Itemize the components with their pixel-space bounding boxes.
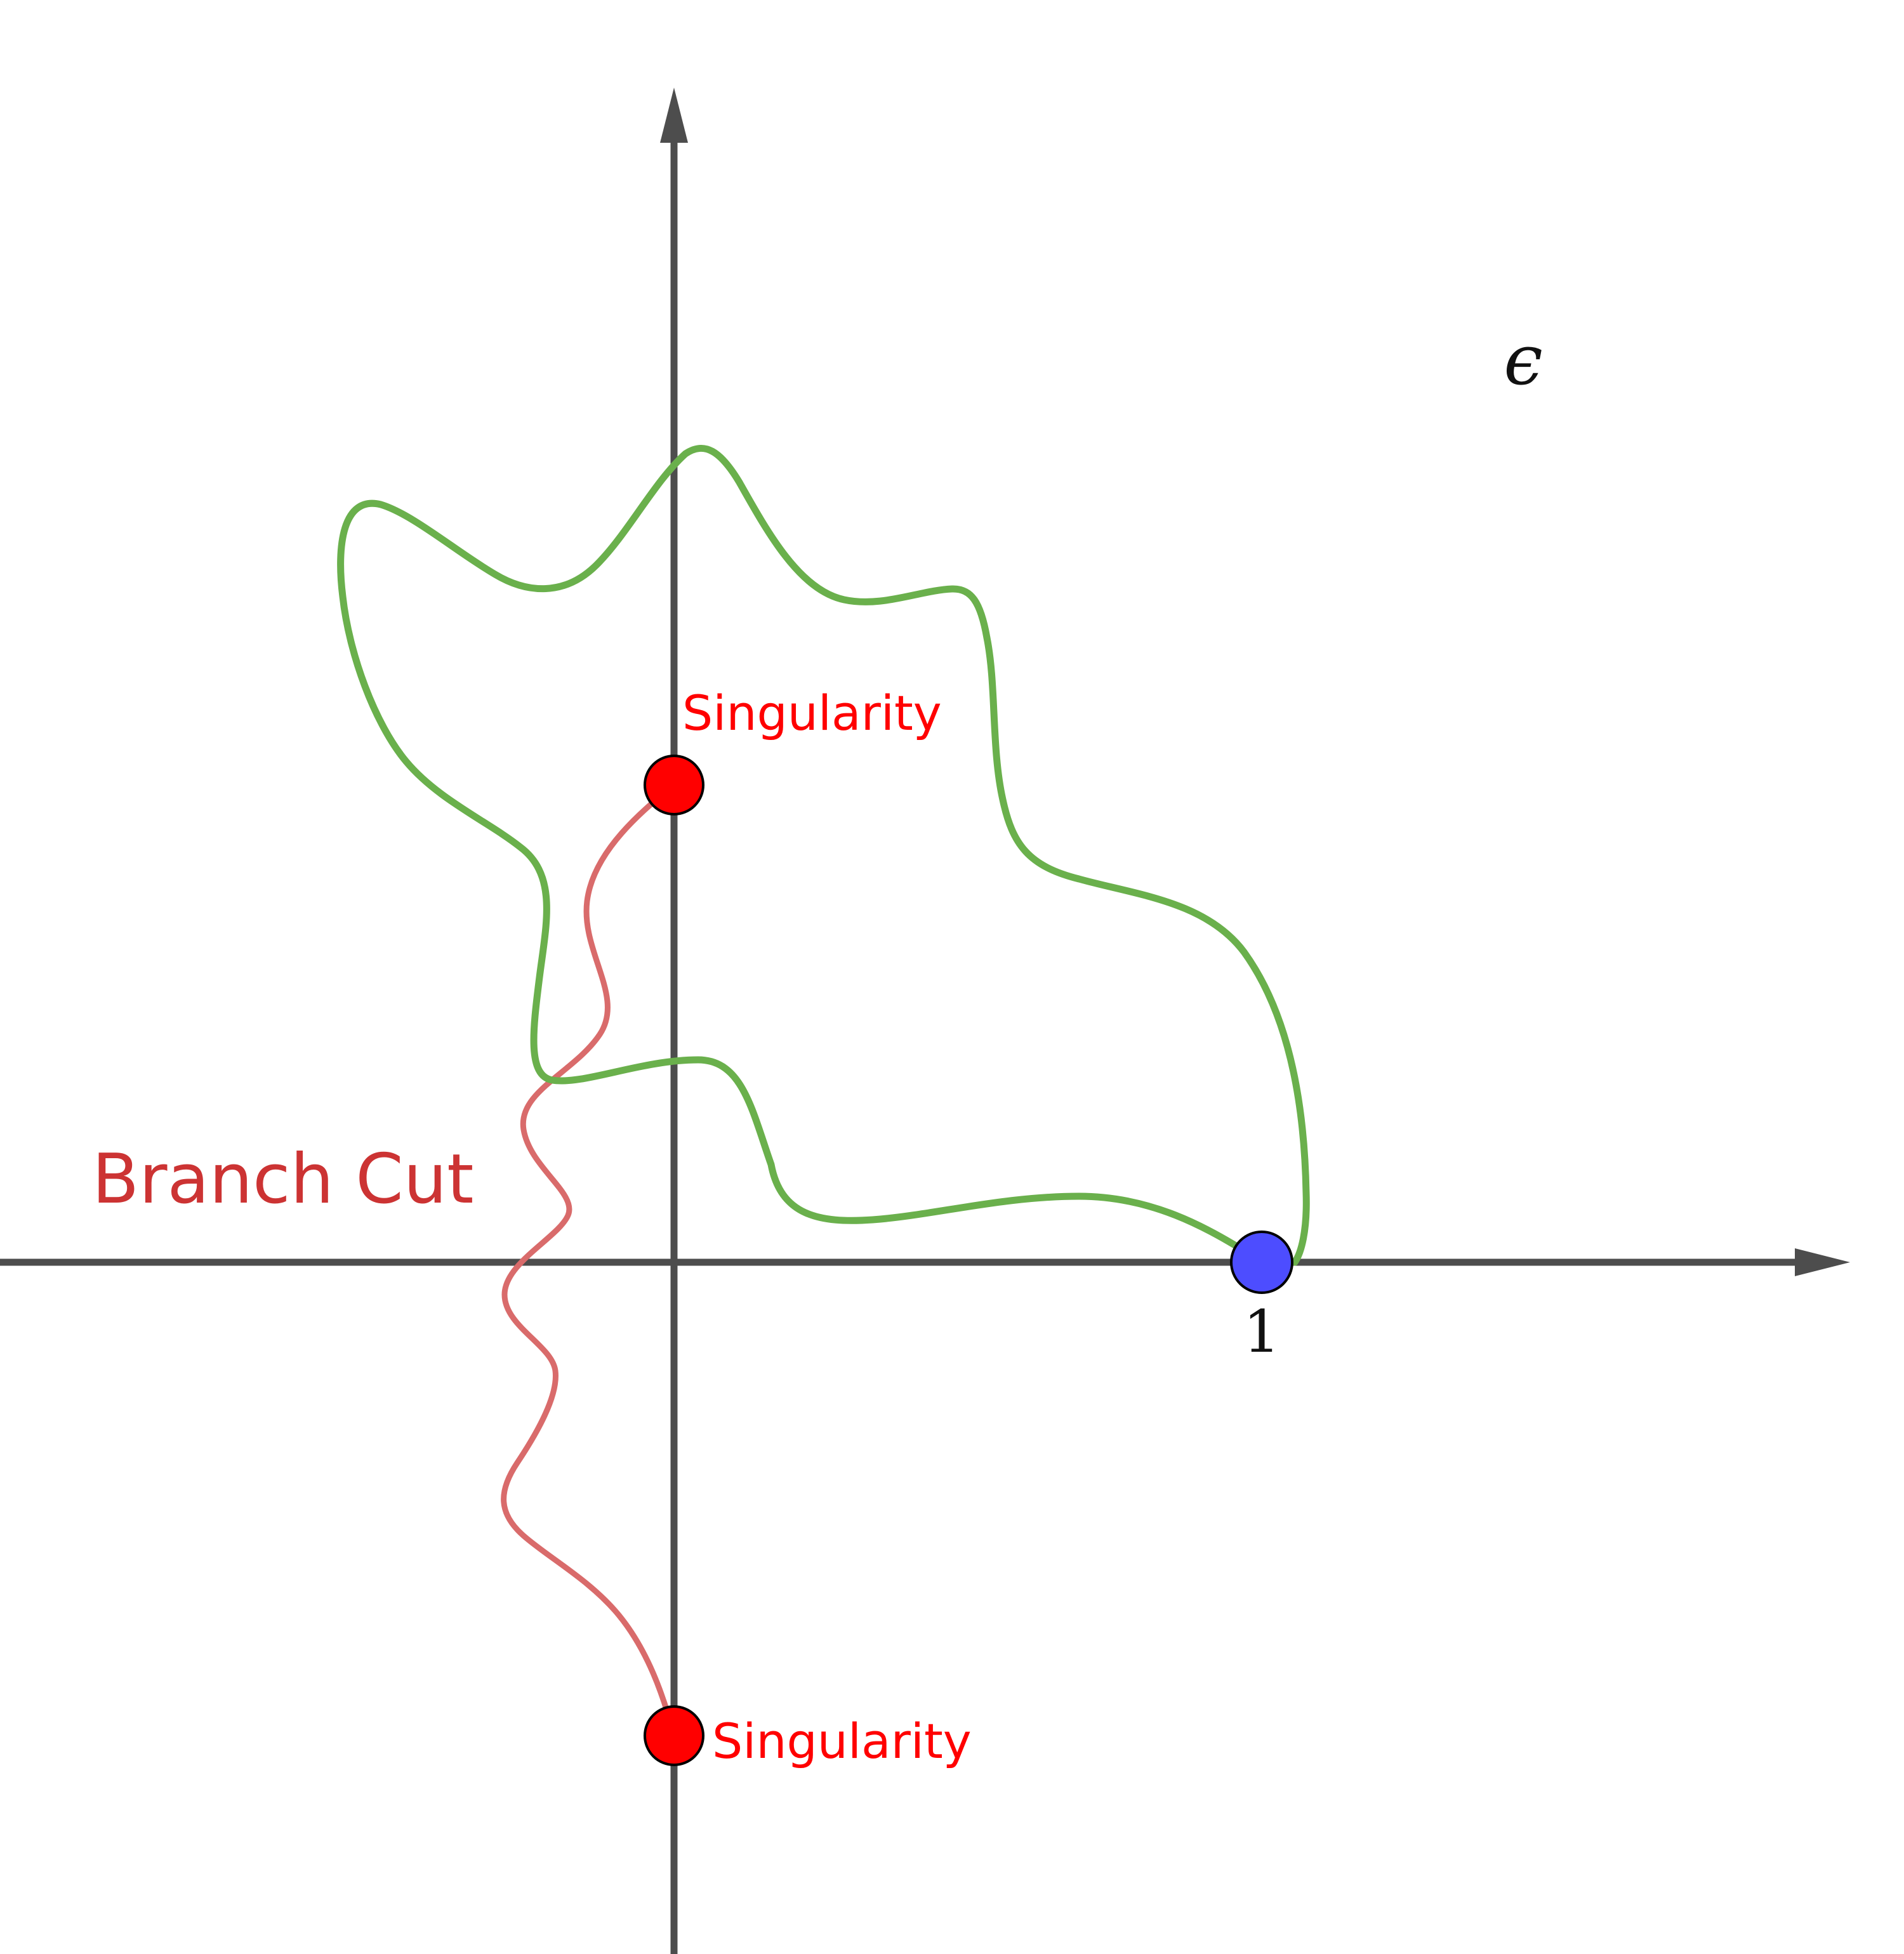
axis-tick-label-one: 1 xyxy=(1243,1298,1281,1366)
singularity-label-lower: Singularity xyxy=(712,1713,972,1769)
horizontal-axis-arrowhead xyxy=(1795,1248,1850,1276)
integration-contour xyxy=(337,445,1310,1266)
singularity-point-lower xyxy=(644,1705,704,1766)
point-one xyxy=(1230,1231,1293,1294)
branch-cut-curve xyxy=(501,782,677,1739)
vertical-axis-arrowhead xyxy=(660,88,688,143)
singularity-label-upper: Singularity xyxy=(682,685,942,741)
axes xyxy=(0,88,1850,1954)
singularity-point-upper xyxy=(644,755,704,815)
plane-label: ϵ xyxy=(1504,319,1543,400)
branch-cut-label: Branch Cut xyxy=(92,1140,474,1219)
